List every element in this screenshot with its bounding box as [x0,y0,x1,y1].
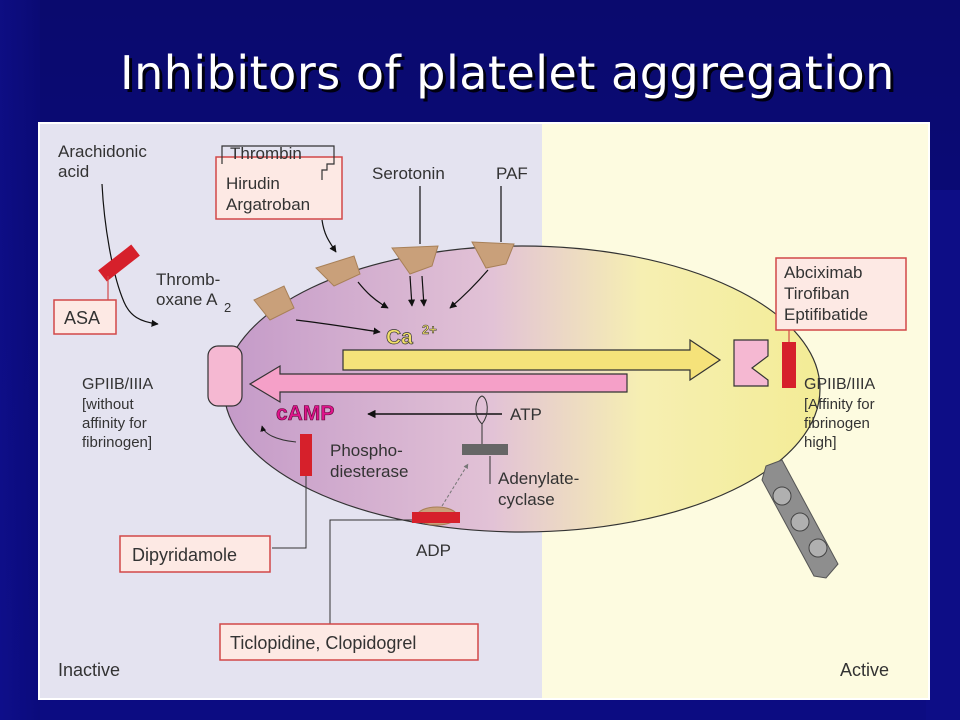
arrow-paf-ca [449,269,489,309]
atp-label: ATP [510,405,542,424]
gpiib-active-label-2: [Affinity for [804,396,875,413]
dipyridamole-label: Dipyridamole [132,545,237,565]
dipyridamole-connector [272,476,307,549]
asa-label: ASA [64,308,100,328]
ticlopidine-box [219,623,479,661]
ticlopidine-connector [329,519,412,624]
gpiib-inhibitor-bar [782,342,796,388]
arrow-serotonin-ca-2 [419,275,428,307]
arachidonic-arrow [101,183,159,327]
receptor-thrombin [315,255,361,287]
phosphodiesterase-label: Phospho- [330,441,403,460]
thrombin-bracket [221,145,335,180]
gpiib-inactive-label-4: fibrinogen] [82,434,152,451]
adenylate-cyclase-label-2: cyclase [498,490,555,509]
paf-label: PAF [496,164,528,183]
tirofiban-label: Tirofiban [784,284,850,303]
asa-box [53,299,117,335]
receptor-thromboxane [253,285,295,321]
diagram-panel: Arachidonic acid ASA Thromb- oxane A 2 T… [40,124,928,698]
thrombin-arrow [321,219,337,253]
fibrinogen-domain-2 [790,512,810,532]
argatroban-label: Argatroban [226,195,310,214]
gpiib-inactive-label-2: [without [82,396,135,413]
adp-label: ADP [416,541,451,560]
gpiib-inactive-label-3: affinity for [82,415,147,432]
background-stripe-right [926,190,960,720]
inactive-zone-label: Inactive [58,660,120,680]
pde-inhibitor-bar [300,434,312,476]
arachidonic-label-2: acid [58,162,89,181]
camp-label: cAMP [276,402,334,425]
thrombin-label: Thrombin [230,144,302,163]
hirudin-label: Hirudin [226,174,280,193]
receptor-gpiib-active [733,339,769,387]
inactivation-arrow [248,364,628,404]
ticlopidine-label: Ticlopidine, Clopidogrel [230,633,416,653]
gpiib-active-label-3: fibrinogen [804,415,870,432]
fibrinogen-domain-3 [808,538,828,558]
thromboxane-subscript: 2 [224,300,231,315]
arachidonic-label: Arachidonic [58,142,147,161]
asa-inhibitor-bar [98,244,140,282]
calcium-charge: 2+ [422,322,437,337]
adenylate-cyclase-enzyme [462,444,508,455]
thromboxane-label-2: oxane A [156,290,218,309]
arrow-thrombin-ca [357,281,389,309]
gpiib-active-label: GPIIB/IIIA [804,376,875,393]
arrow-thromboxane-ca [295,319,381,335]
serotonin-label: Serotonin [372,164,445,183]
adp-inhibitor-bar [412,512,460,523]
eptifibatide-label: Eptifibatide [784,305,868,324]
adenylate-loop [475,395,488,425]
phosphodiesterase-label-2: diesterase [330,462,408,481]
fibrinogen-domain-1 [772,486,792,506]
activation-arrow [342,338,722,382]
gpiib-active-label-4: high] [804,434,837,451]
receptor-serotonin [391,245,439,275]
pde-degradation-arrow [260,425,297,443]
thrombin-inhibitor-box [215,156,343,220]
receptor-gpiib-inactive [207,345,243,407]
calcium-label: Ca [386,326,413,349]
platelet-diagram: Arachidonic acid ASA Thromb- oxane A 2 T… [40,124,928,698]
receptor-paf [471,241,515,269]
background-stripe-left [0,0,40,720]
adp-to-cyclase-arrow [441,463,469,507]
arrow-serotonin-ca [407,275,416,307]
slide-title: Inhibitors of platelet aggregation [120,46,895,100]
thromboxane-label: Thromb- [156,270,220,289]
abciximab-label: Abciximab [784,263,862,282]
adenylate-cyclase-label: Adenylate- [498,469,579,488]
active-zone-label: Active [840,660,889,680]
dipyridamole-box [119,535,271,573]
gpiib-drugs-box [775,257,907,331]
gpiib-inactive-label: GPIIB/IIIA [82,376,153,393]
